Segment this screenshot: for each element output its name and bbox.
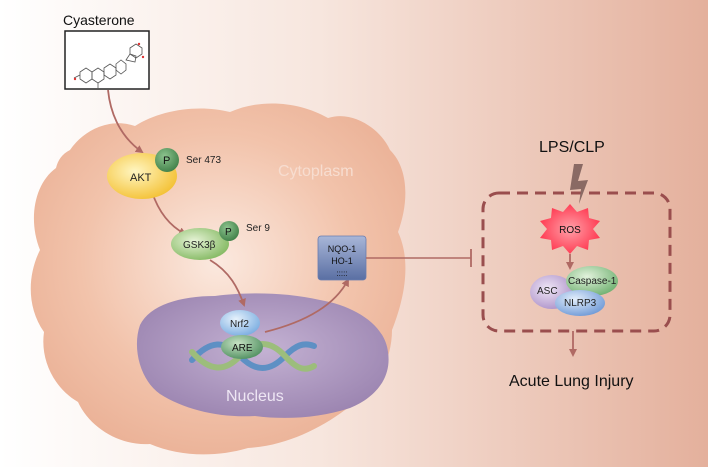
akt-site-label: Ser 473 [186,155,221,166]
oxygen-atom-icon [137,42,141,46]
gsk3b-label: GSK3β [183,240,216,251]
cytoplasm-label: Cytoplasm [278,163,354,180]
outcome-label: Acute Lung Injury [509,373,634,390]
target-gene-nqo1: NQO-1 [328,244,357,254]
target-gene-more: ::::: [336,269,347,278]
ros-burst [540,204,600,254]
cyasterone-structure-box [64,30,150,90]
gsk3b-node [171,228,229,260]
inflammasome-dashed-box [481,191,672,333]
arrow-gsk3b-to-nrf2 [209,259,246,307]
akt-phospho-label: P [163,155,170,167]
akt-label: AKT [130,172,152,184]
are-label: ARE [232,343,253,354]
arrow-cyasterone-to-akt [107,89,144,154]
asc-label: ASC [537,286,558,297]
stimulus-label: LPS/CLP [539,139,605,156]
nrf2-node [220,310,260,336]
cyasterone-label: Cyasterone [63,12,135,28]
nlrp3-label: NLRP3 [564,298,597,309]
nlrp3-node [555,290,605,316]
nucleus-label: Nucleus [226,388,284,405]
ros-label: ROS [559,225,581,236]
lightning-bolt-icon [570,164,588,204]
caspase-1-label: Caspase-1 [568,276,617,287]
target-gene-ho1: HO-1 [331,256,353,266]
akt-phospho-node [155,148,179,172]
oxygen-atom-icon [141,55,145,59]
oxygen-atom-icon [73,77,77,81]
caspase-1-node [566,266,618,296]
gsk3b-site-label: Ser 9 [246,223,270,234]
arrow-nrf2-to-targets [264,278,349,333]
nrf2-label: Nrf2 [230,319,249,330]
nucleus [136,293,389,418]
gsk3b-phospho-label: P [225,227,232,238]
cyasterone-structure-icon [73,43,143,88]
gsk3b-phospho-node [219,221,239,241]
are-node [221,335,263,359]
dna-helix [189,341,317,372]
